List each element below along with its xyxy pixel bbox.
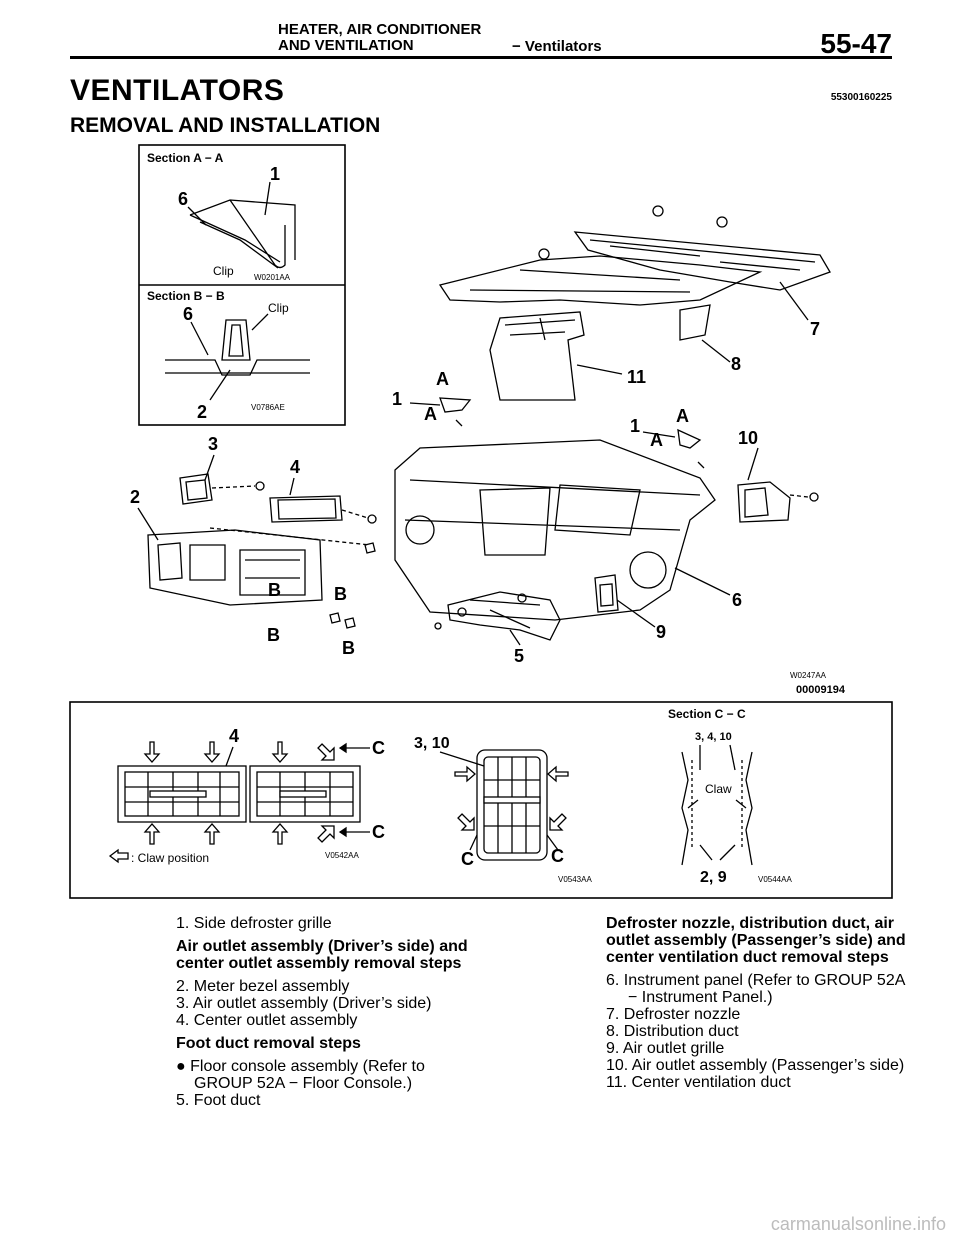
callout-9: 9	[656, 622, 666, 642]
callout-6-aa: 6	[178, 189, 188, 209]
step-5: 5. Foot duct	[176, 1092, 261, 1109]
fig-code-detail-2: V0543AA	[558, 875, 592, 884]
fig-code-detail-3: V0544AA	[758, 875, 792, 884]
callout-2-9: 2, 9	[700, 869, 727, 886]
callout-7: 7	[810, 319, 820, 339]
meter-bezel-and-outlets: 3 4 2 B B B B	[130, 434, 377, 658]
step-1: 1. Side defroster grille	[176, 915, 332, 932]
air-outlet-passenger	[737, 481, 819, 523]
inset-sections-ab: Section A − A 1 6 Clip W0201AA Section B…	[138, 144, 346, 426]
removal-steps-left: 1. Side defroster grille Air outlet asse…	[176, 915, 476, 1109]
fig-code-bb: V0786AE	[251, 403, 285, 412]
callout-4-detail: 4	[229, 726, 239, 746]
callout-2: 2	[130, 487, 140, 507]
detail-box-claws: Section C − C 4 C C : Claw position V054…	[69, 701, 893, 899]
letter-a-3: A	[676, 406, 689, 426]
section-aa-label: Section A − A	[147, 151, 224, 165]
heading-air-outlet: Air outlet assembly (Driver’s side) and …	[176, 938, 468, 972]
section-code: 55300160225	[830, 92, 892, 103]
page-subtitle: REMOVAL AND INSTALLATION	[70, 114, 381, 137]
step-3: 3. Air outlet assembly (Driver’s side)	[176, 995, 432, 1012]
clip-label-bb: Clip	[268, 301, 289, 315]
claw-position-legend: : Claw position	[131, 851, 209, 865]
callout-1-right: 1	[630, 416, 640, 436]
exploded-diagram: Section A − A 1 6 Clip W0201AA Section B…	[69, 144, 893, 899]
center-ventilation-duct: 11	[489, 311, 646, 401]
clip-label-aa: Clip	[213, 264, 234, 278]
step-4: 4. Center outlet assembly	[176, 1012, 358, 1029]
callout-3-10: 3, 10	[414, 735, 450, 752]
callout-4: 4	[290, 457, 300, 477]
fig-ref-number: 00009194	[796, 684, 846, 696]
callout-1-aa: 1	[270, 164, 280, 184]
letter-c-4: C	[551, 846, 564, 866]
header-section: − Ventilators	[512, 38, 602, 55]
fig-code-detail-1: V0542AA	[325, 851, 359, 860]
fig-code-main: W0247AA	[790, 671, 827, 680]
letter-b-2: B	[334, 584, 347, 604]
header-chapter-line1: HEATER, AIR CONDITIONER	[278, 21, 482, 38]
callout-2-bb: 2	[197, 402, 207, 422]
claw-label: Claw	[705, 782, 732, 796]
instrument-panel: 6	[394, 439, 742, 621]
heading-foot-duct: Foot duct removal steps	[176, 1035, 361, 1052]
step-9: 9. Air outlet grille	[606, 1040, 725, 1057]
letter-c-1: C	[372, 738, 385, 758]
letter-b-4: B	[342, 638, 355, 658]
page-number: 55-47	[820, 28, 892, 59]
callout-3: 3	[208, 434, 218, 454]
step-8: 8. Distribution duct	[606, 1023, 739, 1040]
fig-code-aa: W0201AA	[254, 273, 291, 282]
header-chapter-line2: AND VENTILATION	[278, 37, 414, 54]
page-title: VENTILATORS	[70, 74, 285, 107]
callout-8: 8	[731, 354, 741, 374]
section-bb-label: Section B − B	[147, 289, 225, 303]
section-cc-label: Section C − C	[668, 707, 746, 721]
watermark: carmanualsonline.info	[770, 1214, 946, 1234]
letter-c-3: C	[461, 849, 474, 869]
letter-b-1: B	[268, 580, 281, 600]
step-floor-console: ● Floor console assembly (Refer to GROUP…	[176, 1058, 425, 1092]
defroster-nozzle-and-duct: 7 8	[438, 205, 831, 374]
callout-3-4-10: 3, 4, 10	[695, 731, 732, 743]
heading-defroster: Defroster nozzle, distribution duct, air…	[606, 915, 906, 966]
step-2: 2. Meter bezel assembly	[176, 978, 350, 995]
callout-10: 10	[738, 428, 758, 448]
header-rule	[70, 56, 892, 59]
callout-1-left: 1	[392, 389, 402, 409]
step-7: 7. Defroster nozzle	[606, 1006, 741, 1023]
step-11: 11. Center ventilation duct	[606, 1074, 791, 1091]
callout-6-panel: 6	[732, 590, 742, 610]
callout-6-bb: 6	[183, 304, 193, 324]
removal-steps-right: Defroster nozzle, distribution duct, air…	[606, 915, 906, 1091]
foot-duct: 5	[434, 591, 561, 666]
letter-b-3: B	[267, 625, 280, 645]
letter-a-1: A	[436, 369, 449, 389]
side-defroster-grilles: A 1 A A 1 A 10	[392, 369, 759, 481]
step-10: 10. Air outlet assembly (Passenger’s sid…	[606, 1057, 905, 1074]
callout-5: 5	[514, 646, 524, 666]
step-6: 6. Instrument panel (Refer to GROUP 52A …	[606, 972, 905, 1006]
page-header-chapter: HEATER, AIR CONDITIONER AND VENTILATION	[278, 22, 481, 54]
letter-a-2: A	[424, 404, 437, 424]
letter-c-2: C	[372, 822, 385, 842]
air-outlet-grille: 9	[594, 574, 666, 642]
callout-11: 11	[627, 367, 646, 387]
